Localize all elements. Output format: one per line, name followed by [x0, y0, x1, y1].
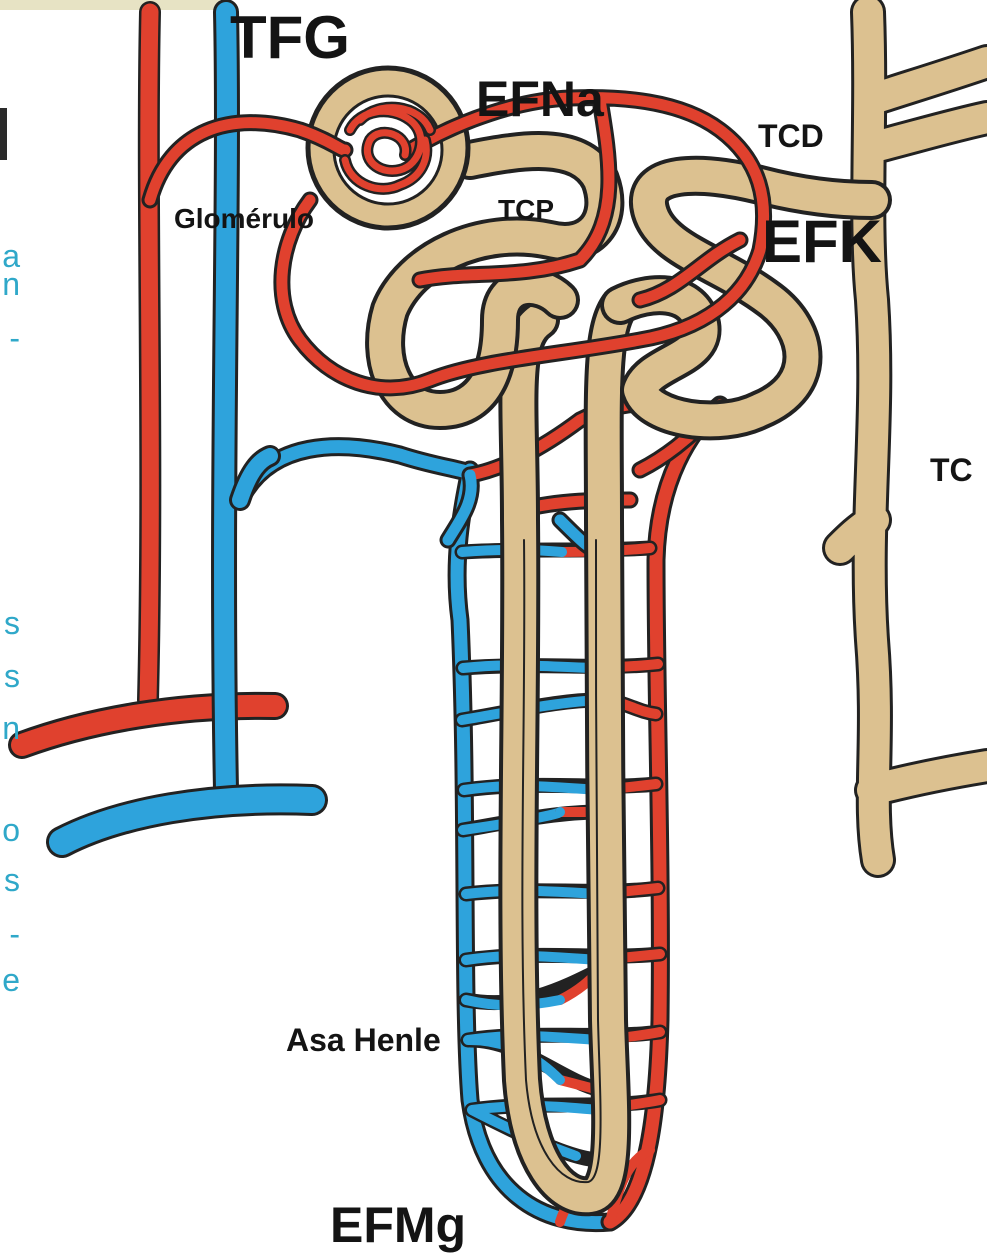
henle-loop [518, 305, 620, 1196]
cropped-text-char: - [0, 914, 20, 954]
label-tc: TC [930, 454, 973, 486]
cropped-text-char: n [0, 708, 20, 748]
cropped-text-char: n [0, 264, 20, 304]
label-tcp: TCP [498, 196, 554, 224]
cropped-text-char: s [0, 860, 20, 900]
label-tcd: TCD [758, 120, 824, 152]
collecting-duct [840, 12, 987, 860]
label-efna: EFNa [476, 74, 604, 124]
cropped-text-char: e [0, 960, 20, 1000]
label-tfg: TFG [230, 8, 350, 68]
label-asa-henle: Asa Henle [286, 1024, 441, 1056]
cropped-text-char: s [0, 656, 20, 696]
cropped-text-char: - [0, 318, 20, 358]
label-efk: EFK [762, 212, 882, 272]
label-glomerulo: Glomérulo [174, 205, 314, 233]
cropped-text-char: o [0, 810, 20, 850]
label-efmg: EFMg [330, 1200, 466, 1250]
arcuate-vessels [22, 12, 312, 842]
cropped-text-char: s [0, 603, 20, 643]
